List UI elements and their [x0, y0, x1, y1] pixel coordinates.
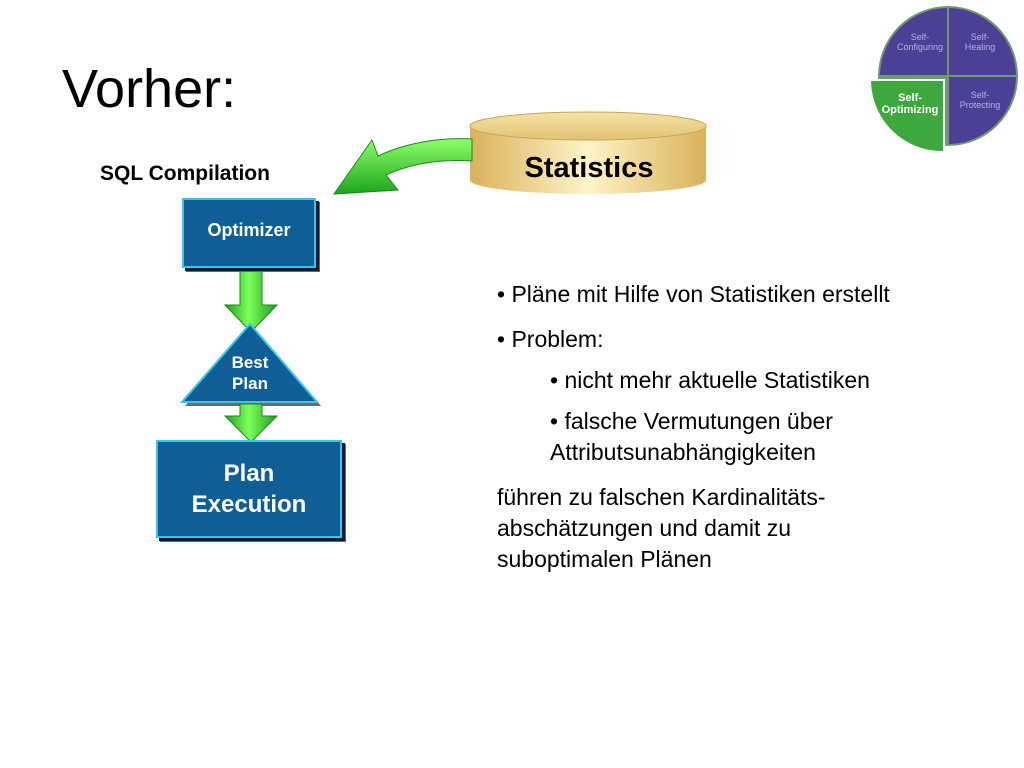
- bullet-problem: • Problem:: [497, 326, 604, 352]
- bullet-plans-statistics: • Pläne mit Hilfe von Statistiken erstel…: [497, 281, 890, 307]
- plan-execution-box: Plan Execution: [156, 440, 342, 538]
- autonomic-wheel-logo: [868, 6, 1018, 154]
- sub-bullet-outdated-statistics: • nicht mehr aktuelle Statistiken: [550, 367, 870, 393]
- bullet-list: • Pläne mit Hilfe von Statistiken erstel…: [497, 279, 967, 589]
- sql-compilation-label: SQL Compilation: [100, 162, 270, 185]
- slide-title: Vorher:: [62, 59, 237, 119]
- optimizer-label: Optimizer: [207, 219, 291, 240]
- statistics-label: Statistics: [524, 152, 654, 184]
- optimizer-to-plan-arrow: [223, 269, 279, 333]
- best-plan-label: Best Plan: [231, 353, 269, 393]
- statistics-to-optimizer-arrow: [332, 138, 473, 195]
- best-plan-triangle: [179, 322, 321, 406]
- wheel-self-configuring: Self- Configuring: [896, 32, 944, 52]
- wheel-self-protecting: Self- Protecting: [959, 90, 1001, 110]
- sub-bullet-wrong-assumptions: • falsche Vermutungen über Attributsunab…: [550, 408, 833, 465]
- statistics-cylinder: [469, 111, 707, 194]
- wheel-self-optimizing: Self- Optimizing: [881, 92, 939, 116]
- conclusion-text: führen zu falschen Kardinalitäts- abschä…: [497, 484, 826, 572]
- plan-execution-label: Plan Execution: [191, 460, 307, 518]
- optimizer-box: Optimizer: [182, 198, 316, 268]
- wheel-self-healing: Self- Healing: [964, 32, 996, 52]
- plan-to-execution-arrow: [223, 403, 279, 443]
